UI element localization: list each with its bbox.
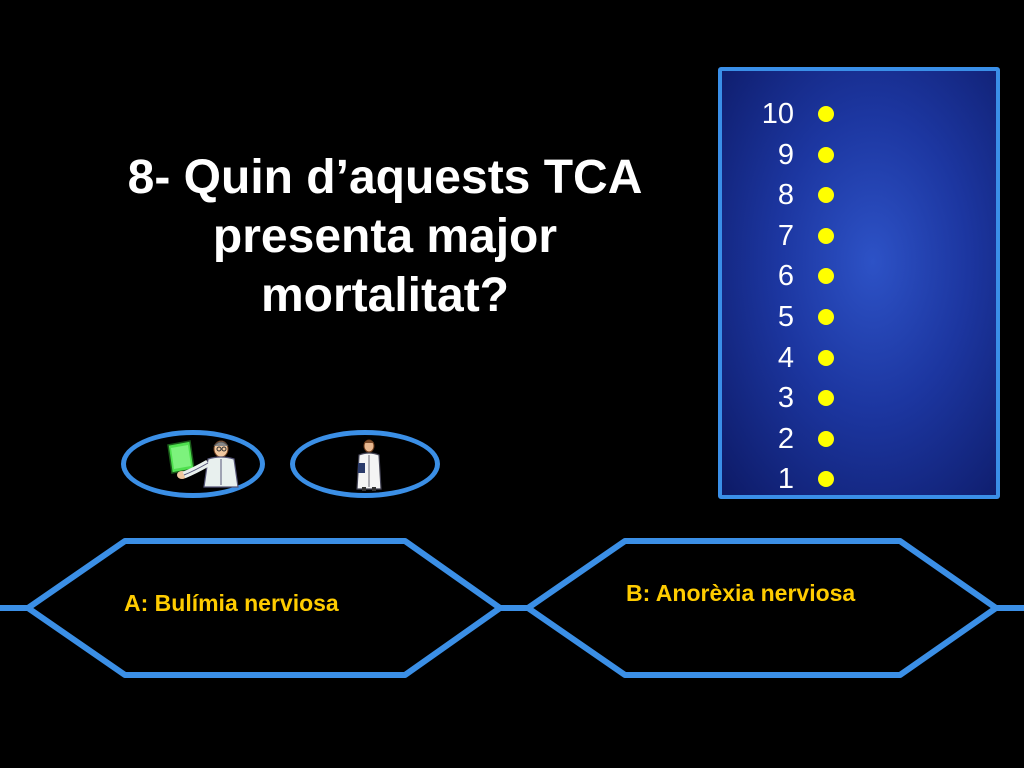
ladder-level-6: 6: [722, 255, 996, 295]
ladder-dot-icon: [818, 146, 834, 163]
answer-b-frame[interactable]: [525, 538, 999, 678]
ladder-dot-icon: [818, 227, 834, 244]
ladder-level-number: 1: [777, 463, 794, 496]
answer-a-frame[interactable]: [25, 538, 503, 678]
question-line-3: mortalitat?: [260, 269, 509, 322]
ladder-level-number: 3: [777, 382, 794, 415]
ladder-level-8: 8: [722, 174, 996, 214]
ladder-level-number: 9: [777, 138, 794, 171]
ladder-dot-icon: [818, 187, 834, 204]
ladder-level-2: 2: [722, 418, 996, 458]
ladder-level-number: 4: [777, 341, 794, 374]
ladder-dot-icon: [818, 390, 834, 407]
ladder-level-3: 3: [722, 377, 996, 417]
ladder-level-1: 1: [722, 458, 996, 498]
question-line-2: presenta major: [212, 210, 558, 263]
ladder-level-4: 4: [722, 337, 996, 377]
lifeline-doctor[interactable]: [290, 430, 440, 498]
ladder-level-number: 8: [777, 179, 794, 212]
question-line-1: 8- Quin d’aquests TCA: [127, 151, 643, 204]
ladder-dot-icon: [818, 349, 834, 366]
ladder-level-number: 5: [777, 301, 794, 333]
money-ladder: 10 9 8 7 6 5 4 3 2 1: [718, 67, 1000, 499]
ladder-level-number: 10: [761, 98, 794, 130]
ladder-dot-icon: [818, 430, 834, 447]
doctor-icon: [356, 439, 382, 491]
ladder-level-number: 7: [777, 219, 794, 252]
ladder-dot-icon: [818, 106, 834, 122]
ladder-level-number: 6: [777, 260, 794, 293]
ladder-dot-icon: [818, 471, 834, 488]
ladder-level-number: 2: [777, 422, 794, 455]
ladder-level-9: 9: [722, 134, 996, 174]
ladder-level-10: 10: [722, 93, 996, 133]
ladder-dot-icon: [818, 309, 834, 325]
lifeline-doctor-xray[interactable]: [121, 430, 265, 498]
question-text: 8- Quin d’aquests TCA presenta major mor…: [60, 148, 710, 325]
answer-b-label[interactable]: B: Anorèxia nerviosa: [626, 580, 856, 606]
ladder-level-7: 7: [722, 215, 996, 255]
ladder-level-5: 5: [722, 296, 996, 336]
answer-a-label[interactable]: A: Bulímia nerviosa: [124, 590, 339, 616]
doctor-xray-icon: [167, 440, 239, 488]
ladder-dot-icon: [818, 268, 834, 285]
